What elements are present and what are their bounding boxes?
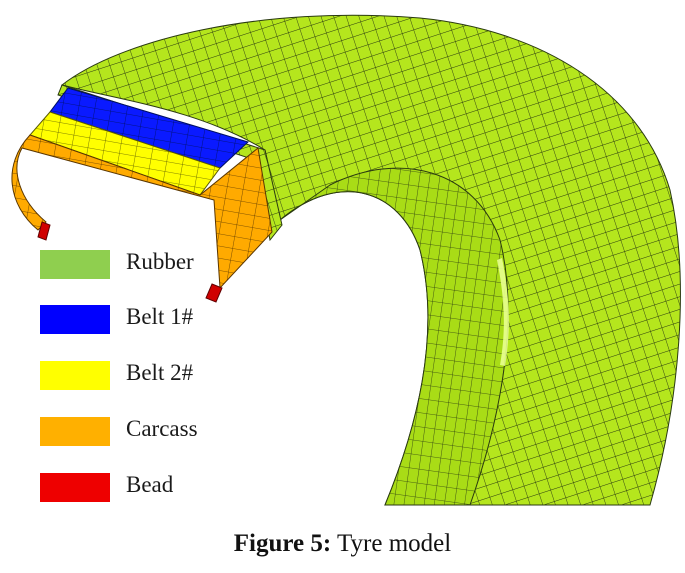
legend-label-belt-1: Belt 1# — [126, 304, 194, 329]
legend-swatch-rubber — [40, 250, 110, 279]
caption-text: Tyre model — [331, 530, 452, 557]
legend-item-belt-2: Belt 2# — [40, 358, 260, 394]
bead-right — [205, 283, 223, 303]
legend-item-bead: Bead — [40, 470, 260, 506]
legend-label-belt-2: Belt 2# — [126, 360, 194, 385]
legend-item-rubber: Rubber — [40, 247, 260, 283]
bead-left — [37, 221, 51, 241]
legend-swatch-belt-1 — [40, 305, 110, 334]
legend-label-rubber: Rubber — [126, 249, 194, 274]
legend-swatch-belt-2 — [40, 361, 110, 390]
tyre-model-figure — [11, 14, 681, 506]
sidewall-highlight — [497, 258, 509, 366]
legend-swatch-bead — [40, 473, 110, 502]
caption-label: Figure 5: — [233, 530, 332, 557]
figure-caption: Figure 5: Tyre model — [0, 530, 685, 558]
tyre-sidewall — [279, 167, 509, 506]
legend-label-carcass: Carcass — [126, 416, 198, 441]
legend-item-belt-1: Belt 1# — [40, 302, 260, 338]
legend-label-bead: Bead — [126, 472, 174, 497]
carcass-layer — [11, 134, 273, 290]
legend-swatch-carcass — [40, 417, 110, 446]
legend-item-carcass: Carcass — [40, 414, 260, 450]
